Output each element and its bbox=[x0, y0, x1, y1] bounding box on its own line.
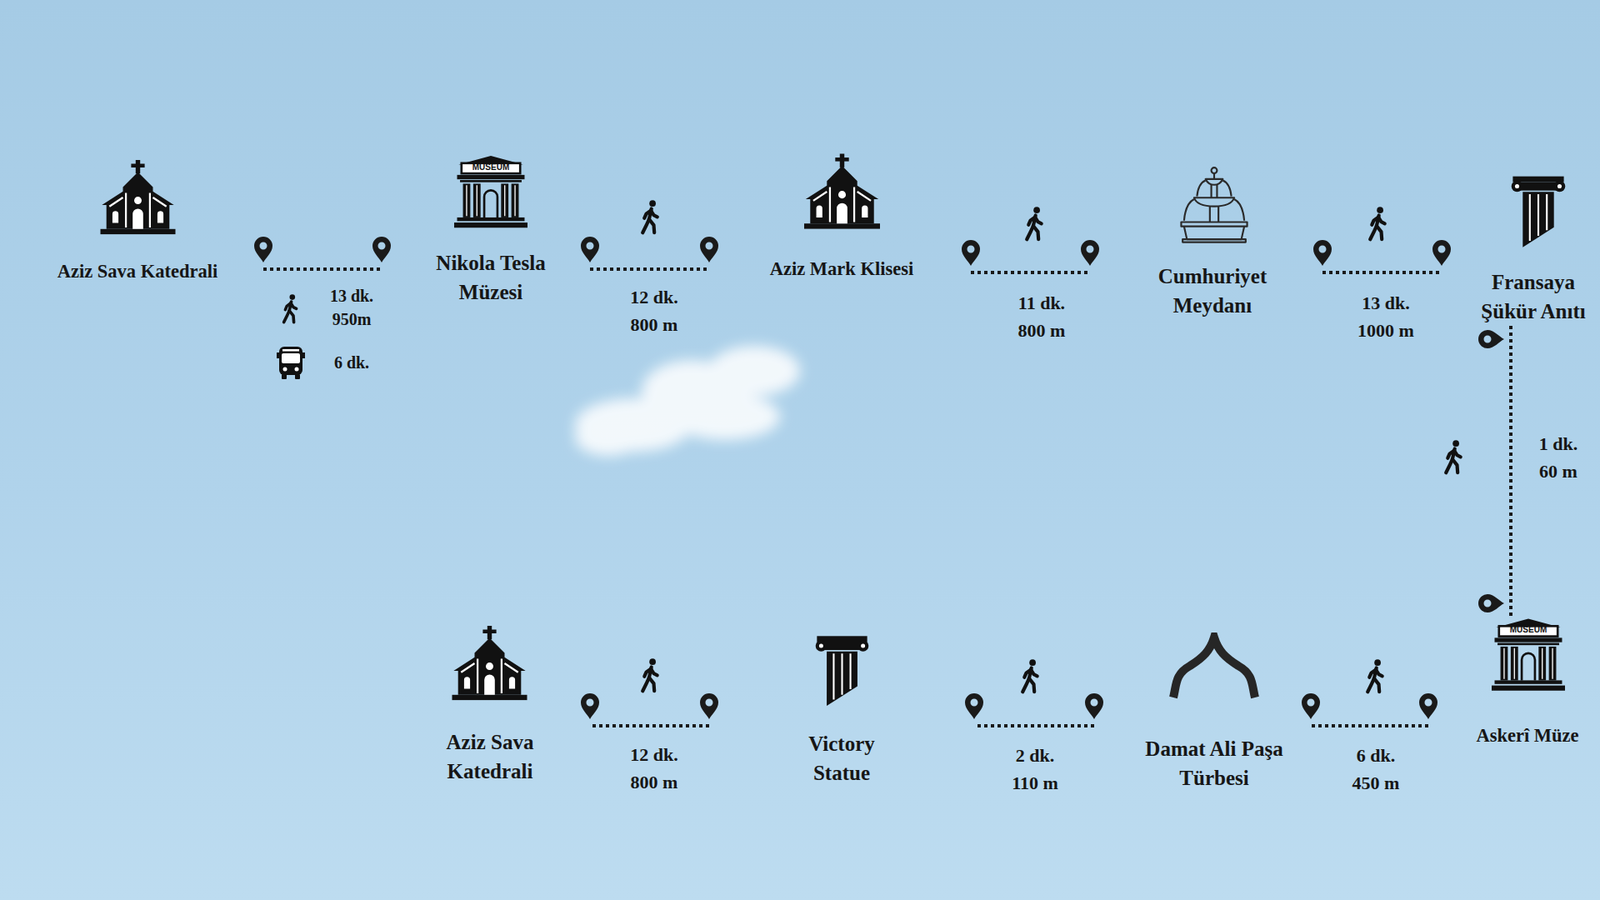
walker-icon bbox=[642, 658, 658, 691]
map-pin bbox=[965, 693, 984, 720]
map-pin bbox=[1419, 693, 1438, 720]
bus-icon bbox=[276, 346, 305, 380]
column-icon bbox=[815, 635, 870, 706]
landmark-node: Askerî Müze bbox=[1428, 616, 1591, 750]
route-duration: 11 dk. 800 m bbox=[1010, 289, 1074, 345]
map-pin bbox=[580, 693, 600, 720]
landmark-node: Nikola Tesla Müzesi bbox=[381, 155, 590, 307]
landmark-label: Nikola Tesla Müzesi bbox=[420, 248, 562, 307]
map-pin bbox=[372, 236, 391, 263]
church-icon bbox=[452, 625, 528, 700]
landmark-node: Damat Ali Paşa Türbesi bbox=[1094, 632, 1311, 793]
landmark-label: Cumhuriyet Meydanı bbox=[1144, 261, 1282, 320]
landmark-node: Victory Statue bbox=[709, 632, 975, 788]
map-pin bbox=[1432, 240, 1451, 266]
landmark-label: Fransaya Şükür Anıtı bbox=[1475, 267, 1592, 326]
museum-plaque-text: MUSEUM bbox=[1495, 625, 1562, 635]
route-duration: 12 dk. 800 m bbox=[622, 740, 686, 796]
cloud bbox=[575, 345, 800, 456]
landmark-node: Aziz Mark Klisesi bbox=[709, 153, 971, 284]
map-pin bbox=[254, 236, 273, 263]
route-connector bbox=[590, 267, 710, 271]
landmark-node: Aziz Sava Katedrali bbox=[373, 625, 590, 786]
church-icon bbox=[804, 154, 880, 230]
walker-icon bbox=[1022, 659, 1038, 692]
landmark-label: Askerî Müze bbox=[1464, 720, 1591, 750]
route-connector bbox=[590, 724, 710, 728]
route-duration: 12 dk. 800 m bbox=[622, 283, 686, 339]
map-pin bbox=[1080, 240, 1100, 266]
route-connector bbox=[1310, 724, 1429, 728]
route-connector bbox=[263, 267, 382, 271]
church-icon bbox=[100, 160, 176, 235]
map-pin bbox=[1478, 594, 1505, 613]
museum-icon bbox=[1491, 619, 1565, 691]
map-pin bbox=[700, 693, 719, 720]
museum-plaque-text: MUSEUM bbox=[457, 162, 525, 173]
route-connector bbox=[970, 270, 1090, 275]
walker-icon bbox=[642, 200, 658, 233]
map-pin bbox=[580, 236, 600, 263]
route-duration: 6 dk. 450 m bbox=[1344, 741, 1408, 797]
route-connector bbox=[1322, 270, 1442, 275]
landmark-node: Cumhuriyet Meydanı bbox=[1090, 163, 1323, 320]
landmark-label: Aziz Sava Katedrali bbox=[427, 727, 553, 786]
landmark-node: Aziz Sava Katedrali bbox=[12, 160, 264, 286]
landmark-label: Aziz Mark Klisesi bbox=[712, 254, 971, 284]
landmark-node: Fransaya Şükür Anıtı bbox=[1441, 173, 1594, 326]
walker-icon bbox=[1445, 440, 1461, 473]
route-connector bbox=[1509, 325, 1513, 617]
column-icon bbox=[1511, 176, 1566, 248]
walker-icon bbox=[1026, 206, 1042, 240]
map-pin bbox=[1313, 240, 1332, 266]
route-connector bbox=[974, 724, 1095, 728]
museum-icon bbox=[454, 155, 528, 228]
landmark-label: Damat Ali Paşa Türbesi bbox=[1130, 734, 1298, 793]
route-duration: 1 dk. 60 m bbox=[1533, 430, 1584, 485]
map-pin bbox=[1478, 330, 1505, 349]
map-pin bbox=[961, 240, 980, 266]
dome-icon bbox=[1173, 632, 1255, 698]
walker-icon bbox=[284, 294, 297, 322]
route-duration: 13 dk. 1000 m bbox=[1354, 289, 1418, 345]
walker-icon bbox=[1370, 206, 1385, 240]
bus-duration: 6 dk. bbox=[322, 350, 381, 375]
route-duration: 13 dk. 950m bbox=[322, 284, 381, 331]
fountain-icon bbox=[1180, 167, 1247, 242]
map-pin bbox=[1085, 693, 1104, 720]
landmark-label: Aziz Sava Katedrali bbox=[12, 256, 263, 286]
route-duration: 2 dk. 110 m bbox=[1003, 741, 1067, 797]
walker-icon bbox=[1367, 659, 1383, 692]
map-pin bbox=[1301, 693, 1320, 720]
map-pin bbox=[700, 236, 719, 263]
landmark-label: Victory Statue bbox=[791, 729, 892, 788]
